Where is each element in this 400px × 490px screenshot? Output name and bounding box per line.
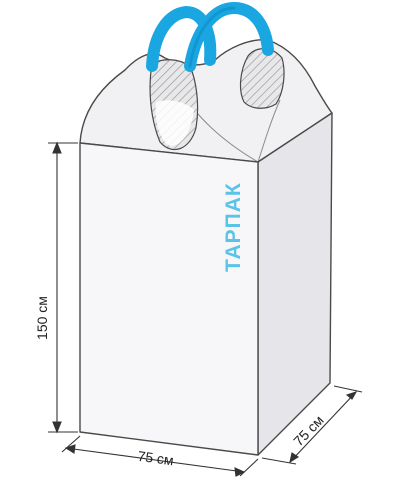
cone-seam-right: [257, 99, 281, 163]
loop-handle-icon: [146, 1, 274, 72]
height-label: 150 см: [34, 296, 50, 340]
width-label: 75 см: [137, 448, 175, 469]
right-opening: [239, 48, 285, 109]
handle-left: [146, 5, 217, 72]
brand-label: ТАРПАК: [222, 182, 245, 272]
bag-front-face: [79, 142, 259, 456]
left-opening-inner: [155, 100, 194, 146]
width-dimension: [61, 435, 259, 477]
height-dimension: [48, 141, 78, 434]
depth-dimension: [261, 385, 363, 465]
bag-side-face: [257, 112, 333, 456]
